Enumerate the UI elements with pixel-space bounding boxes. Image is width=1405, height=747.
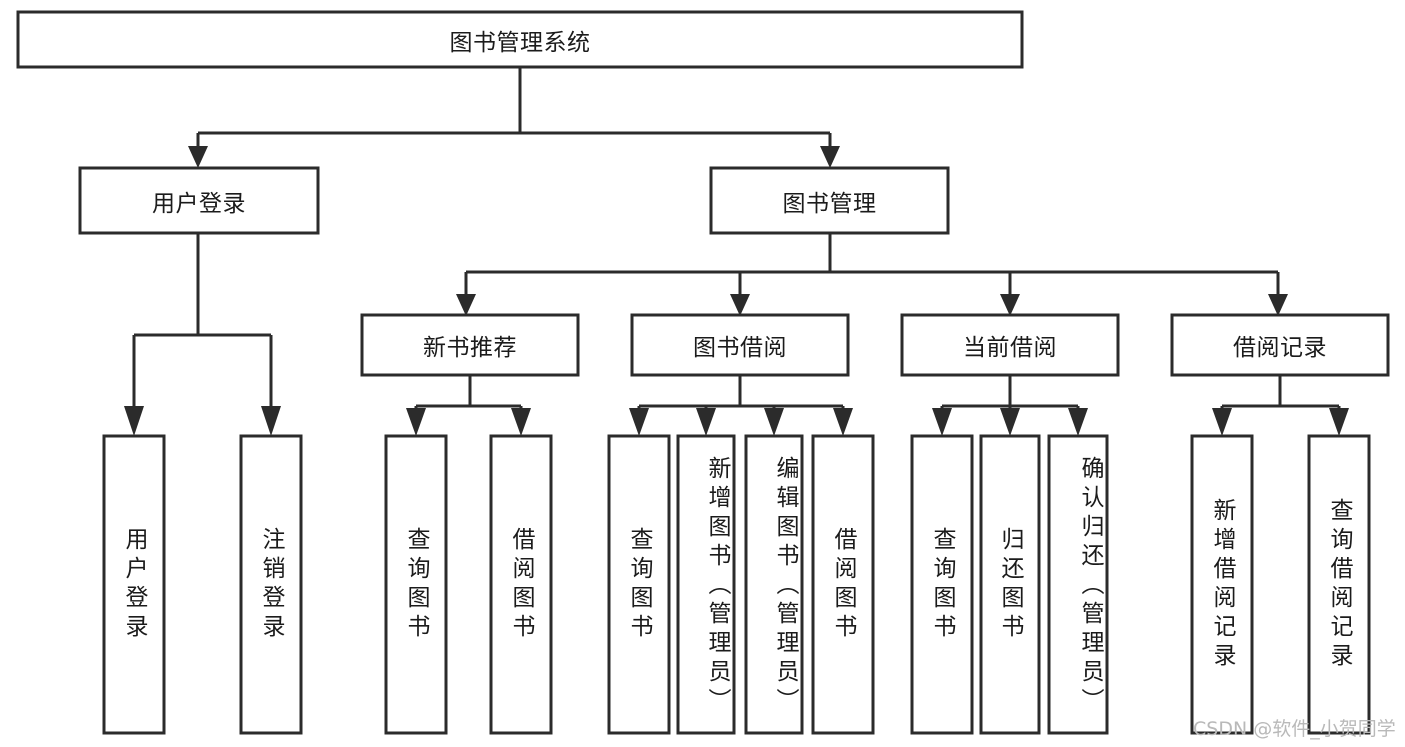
arrow-leaf-return-book [1000, 408, 1020, 436]
connector-group-user-login-to-leaves [124, 233, 281, 436]
node-box-new-book-recommend[interactable] [360, 313, 580, 377]
connector-group-book-borrow-to-leaves [629, 375, 853, 436]
arrow-leaf-user-login [124, 406, 144, 436]
arrow-leaf-add-book [696, 408, 716, 436]
node-box-leaf-edit-book[interactable] [744, 434, 804, 735]
node-box-leaf-query-book-3[interactable] [910, 434, 974, 735]
arrow-leaf-query-book-1 [406, 408, 426, 436]
arrow-leaf-add-record [1212, 408, 1232, 436]
node-box-leaf-add-record[interactable] [1190, 434, 1254, 735]
connector-group-root-to-level2 [188, 67, 840, 168]
arrow-leaf-confirm-return [1068, 408, 1088, 436]
node-box-leaf-borrow-book-2[interactable] [811, 434, 875, 735]
node-box-leaf-logout-login[interactable] [239, 434, 303, 735]
arrow-leaf-edit-book [764, 408, 784, 436]
connector-group-book-management-to-level3 [456, 233, 1288, 316]
node-box-book-borrow[interactable] [630, 313, 850, 377]
arrow-borrow-record [1268, 294, 1288, 316]
node-box-leaf-user-login[interactable] [102, 434, 166, 735]
arrow-leaf-borrow-book-2 [833, 408, 853, 436]
arrow-user-login [188, 146, 208, 168]
node-box-book-management[interactable] [709, 166, 950, 235]
arrow-leaf-borrow-book-1 [511, 408, 531, 436]
node-box-borrow-record[interactable] [1170, 313, 1390, 377]
node-box-user-login[interactable] [78, 166, 320, 235]
node-box-leaf-add-book[interactable] [676, 434, 736, 735]
arrow-leaf-logout-login [261, 406, 281, 436]
connector-group-borrow-record-to-leaves [1212, 375, 1349, 436]
node-box-root[interactable] [16, 10, 1024, 69]
node-box-current-borrow[interactable] [900, 313, 1120, 377]
arrow-current-borrow [1000, 294, 1020, 316]
arrow-new-book-recommend [456, 294, 476, 316]
node-box-leaf-query-record[interactable] [1307, 434, 1371, 735]
arrow-leaf-query-record [1329, 408, 1349, 436]
arrow-book-management [820, 146, 840, 168]
node-box-leaf-confirm-return[interactable] [1047, 434, 1109, 735]
node-box-leaf-return-book[interactable] [979, 434, 1041, 735]
node-box-leaf-query-book-2[interactable] [607, 434, 671, 735]
connector-group-current-borrow-to-leaves [932, 375, 1088, 436]
arrow-leaf-query-book-3 [932, 408, 952, 436]
arrow-leaf-query-book-2 [629, 408, 649, 436]
node-box-leaf-query-book-1[interactable] [384, 434, 448, 735]
connector-group-new-book-to-leaves [406, 375, 531, 436]
node-box-leaf-borrow-book-1[interactable] [489, 434, 553, 735]
arrow-book-borrow [730, 294, 750, 316]
